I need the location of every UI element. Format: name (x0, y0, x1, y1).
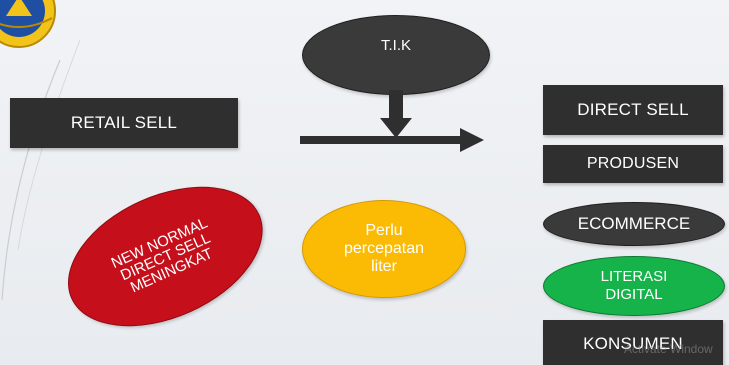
institution-logo (0, 0, 56, 48)
ecommerce-label: ECOMMERCE (577, 214, 691, 233)
produsen-box: PRODUSEN (543, 145, 723, 183)
retail-sell-box: RETAIL SELL (10, 98, 238, 148)
literasi-line-2: DIGITAL (605, 286, 663, 303)
perlu-percepatan-node: Perlu percepatan liter (302, 200, 466, 298)
konsumen-label: KONSUMEN (583, 334, 683, 353)
literasi-line-1: LITERASI (600, 268, 668, 285)
activation-watermark: Activate Window (624, 342, 713, 356)
produsen-label: PRODUSEN (586, 155, 680, 172)
decorative-curve-lines (1, 39, 81, 301)
literasi-digital-node: LITERASI DIGITAL (543, 256, 725, 316)
direct-sell-label: DIRECT SELL (577, 100, 689, 119)
direct-sell-box: DIRECT SELL (543, 85, 723, 135)
ecommerce-node: ECOMMERCE (543, 202, 725, 246)
tik-node: T.I.K (302, 15, 490, 95)
retail-sell-label: RETAIL SELL (70, 113, 178, 132)
perlu-line-3: liter (371, 258, 397, 275)
tik-down-arrow (380, 90, 412, 138)
konsumen-box: KONSUMEN (543, 320, 723, 365)
tik-label: T.I.K (380, 36, 411, 54)
perlu-line-2: percepatan (343, 240, 425, 257)
main-right-arrow (300, 128, 484, 152)
perlu-line-1: Perlu (365, 222, 403, 239)
